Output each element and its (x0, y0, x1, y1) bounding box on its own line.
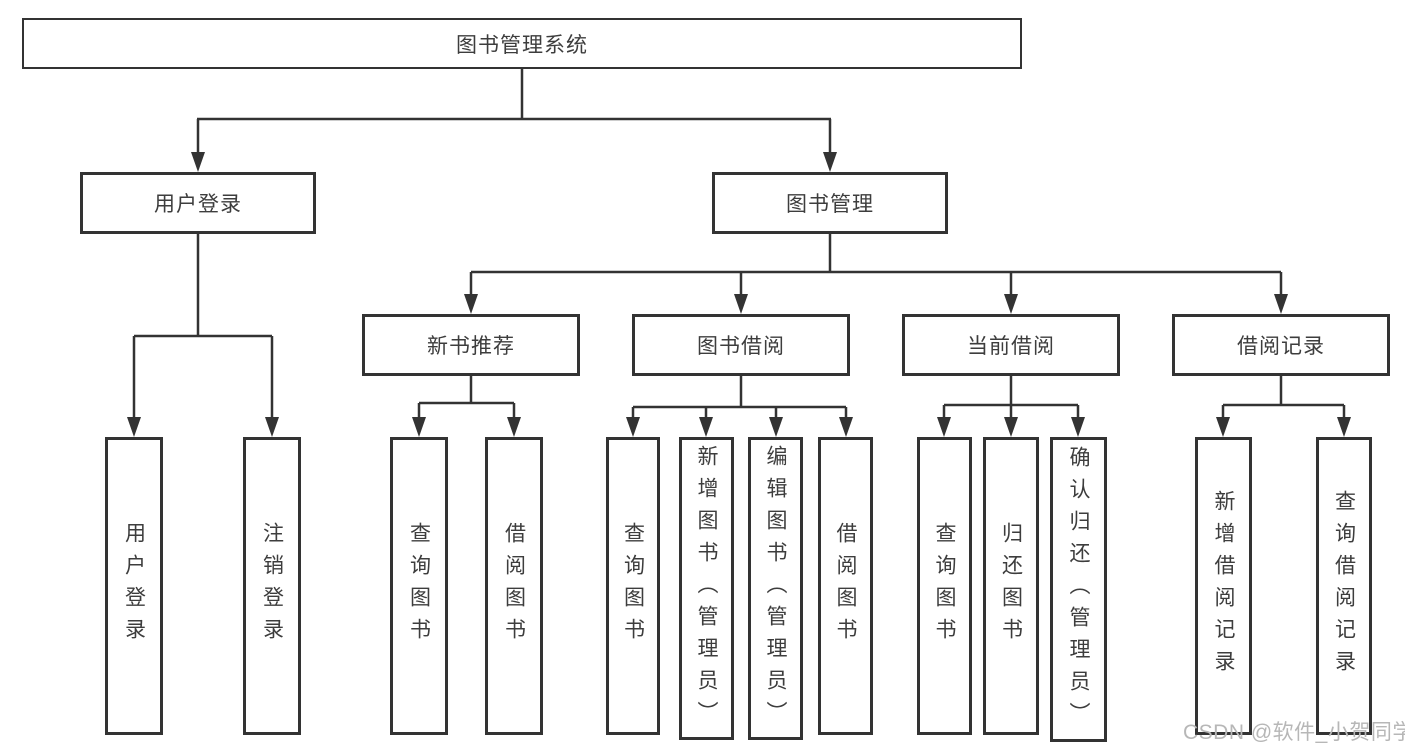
arrowhead (1004, 417, 1018, 437)
connector-current-borrowing-to-leaves (942, 376, 1080, 423)
leaf-query-books-1: 查询图书 (390, 437, 448, 735)
node-current-borrowing: 当前借阅 (902, 314, 1120, 376)
arrowhead (769, 417, 783, 437)
connector-book-borrowing-to-leaves (631, 376, 848, 423)
arrowhead (265, 417, 279, 437)
leaf-add-borrow-record: 新增借阅记录 (1195, 437, 1252, 735)
node-book-management: 图书管理 (712, 172, 948, 234)
arrowhead (937, 417, 951, 437)
leaf-borrow-books-2: 借阅图书 (818, 437, 873, 735)
connector-root-to-level2 (196, 68, 832, 158)
arrowhead (1216, 417, 1230, 437)
node-library-management-system: 图书管理系统 (22, 18, 1022, 69)
watermark: CSDN @软件_小贺同学 (1183, 721, 1405, 744)
connector-book-management-to-level3 (469, 234, 1283, 300)
leaf-borrow-books-1: 借阅图书 (485, 437, 543, 735)
arrowhead (1337, 417, 1351, 437)
node-new-book-recommendation: 新书推荐 (362, 314, 580, 376)
node-book-borrowing: 图书借阅 (632, 314, 850, 376)
arrowhead (412, 417, 426, 437)
arrowhead (191, 152, 205, 172)
leaf-confirm-return-admin: 确认归还（管理员） (1050, 437, 1107, 742)
arrowhead (1071, 417, 1085, 437)
leaf-add-book-admin: 新增图书（管理员） (679, 437, 734, 740)
arrowhead (464, 294, 478, 314)
leaf-query-books-3: 查询图书 (917, 437, 972, 735)
leaf-query-borrow-record: 查询借阅记录 (1316, 437, 1372, 735)
leaf-edit-book-admin: 编辑图书（管理员） (748, 437, 803, 740)
connector-user-login-to-leaves (132, 234, 274, 423)
arrowhead (734, 294, 748, 314)
arrowhead (1274, 294, 1288, 314)
arrowhead (699, 417, 713, 437)
leaf-query-books-2: 查询图书 (606, 437, 660, 735)
connector-new-book-rec-to-leaves (417, 376, 516, 423)
arrowhead (839, 417, 853, 437)
arrowhead (1004, 294, 1018, 314)
arrowhead (823, 152, 837, 172)
connector-borrow-records-to-leaves (1221, 376, 1346, 423)
leaf-return-book: 归还图书 (983, 437, 1039, 735)
arrowhead (626, 417, 640, 437)
node-borrowing-records: 借阅记录 (1172, 314, 1390, 376)
arrowhead (507, 417, 521, 437)
leaf-user-login: 用户登录 (105, 437, 163, 735)
node-user-login: 用户登录 (80, 172, 316, 234)
leaf-logout: 注销登录 (243, 437, 301, 735)
arrowhead (127, 417, 141, 437)
